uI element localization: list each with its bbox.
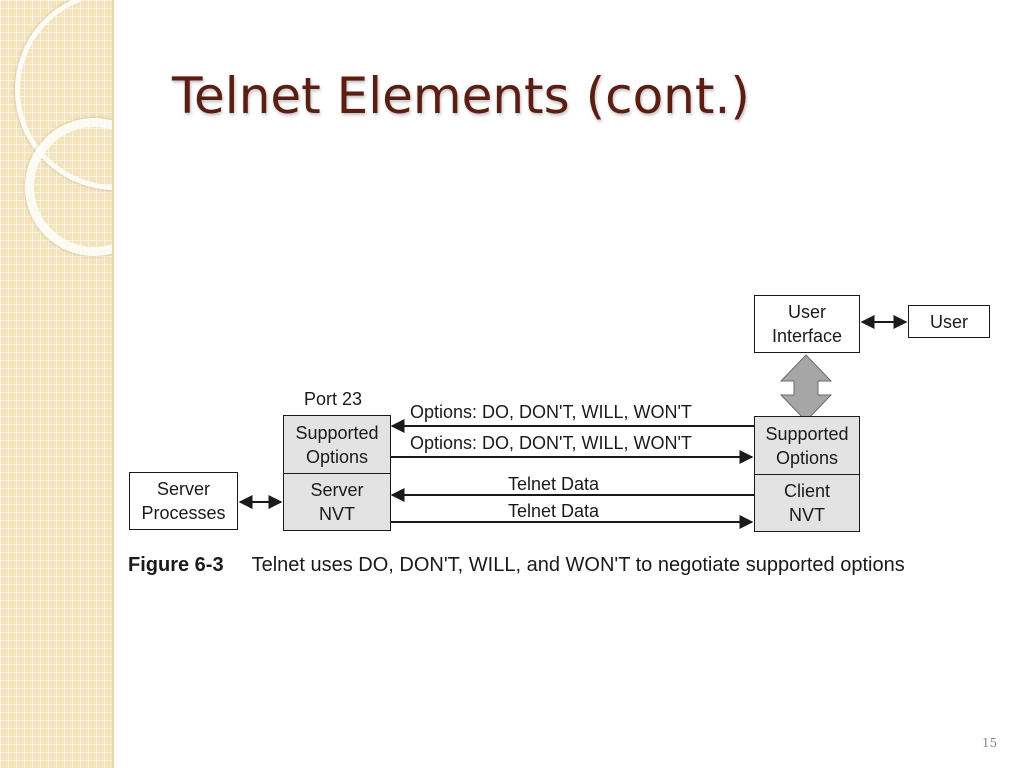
figure-caption: Figure 6-3 Telnet uses DO, DON'T, WILL, a… bbox=[128, 552, 905, 578]
client-nvt-box: Client NVT bbox=[754, 474, 860, 532]
page-number: 15 bbox=[982, 736, 998, 750]
figure-number: Figure 6-3 bbox=[128, 554, 224, 576]
box-label: NVT bbox=[789, 505, 825, 525]
box-label: Processes bbox=[141, 503, 226, 523]
box-label: Server bbox=[310, 480, 364, 500]
server-processes-box: Server Processes bbox=[129, 472, 238, 530]
data-to-client-label: Telnet Data bbox=[508, 501, 600, 521]
options-to-server-label: Options: DO, DON'T, WILL, WON'T bbox=[410, 402, 692, 422]
client-supported-options-box: Supported Options bbox=[754, 416, 860, 475]
user-box: User bbox=[908, 305, 990, 338]
box-label: Supported bbox=[765, 423, 849, 444]
box-label: Interface bbox=[771, 326, 843, 346]
caption-text: Telnet uses DO, DON'T, WILL, and WON'T t… bbox=[251, 554, 905, 576]
box-label: Options bbox=[775, 447, 839, 468]
decorative-sidebar bbox=[0, 0, 112, 768]
ui-options-big-arrow bbox=[779, 354, 833, 422]
decorative-ring bbox=[25, 118, 112, 256]
sidebar-divider bbox=[112, 0, 114, 768]
port-label: Port 23 bbox=[304, 389, 363, 409]
box-label: User bbox=[929, 311, 968, 332]
data-to-server-label: Telnet Data bbox=[508, 474, 600, 494]
user-interface-box: User Interface bbox=[754, 295, 860, 353]
box-label: Client bbox=[783, 481, 831, 501]
box-label: Options bbox=[305, 446, 369, 467]
options-to-client-label: Options: DO, DON'T, WILL, WON'T bbox=[410, 433, 692, 453]
box-label: Supported bbox=[295, 422, 379, 443]
slide-title: Telnet Elements (cont.) bbox=[172, 67, 750, 125]
server-supported-options-box: Supported Options bbox=[283, 415, 391, 474]
box-label: Server bbox=[156, 479, 210, 499]
server-nvt-box: Server NVT bbox=[283, 473, 391, 531]
box-label: User bbox=[787, 302, 826, 322]
box-label: NVT bbox=[318, 504, 355, 524]
